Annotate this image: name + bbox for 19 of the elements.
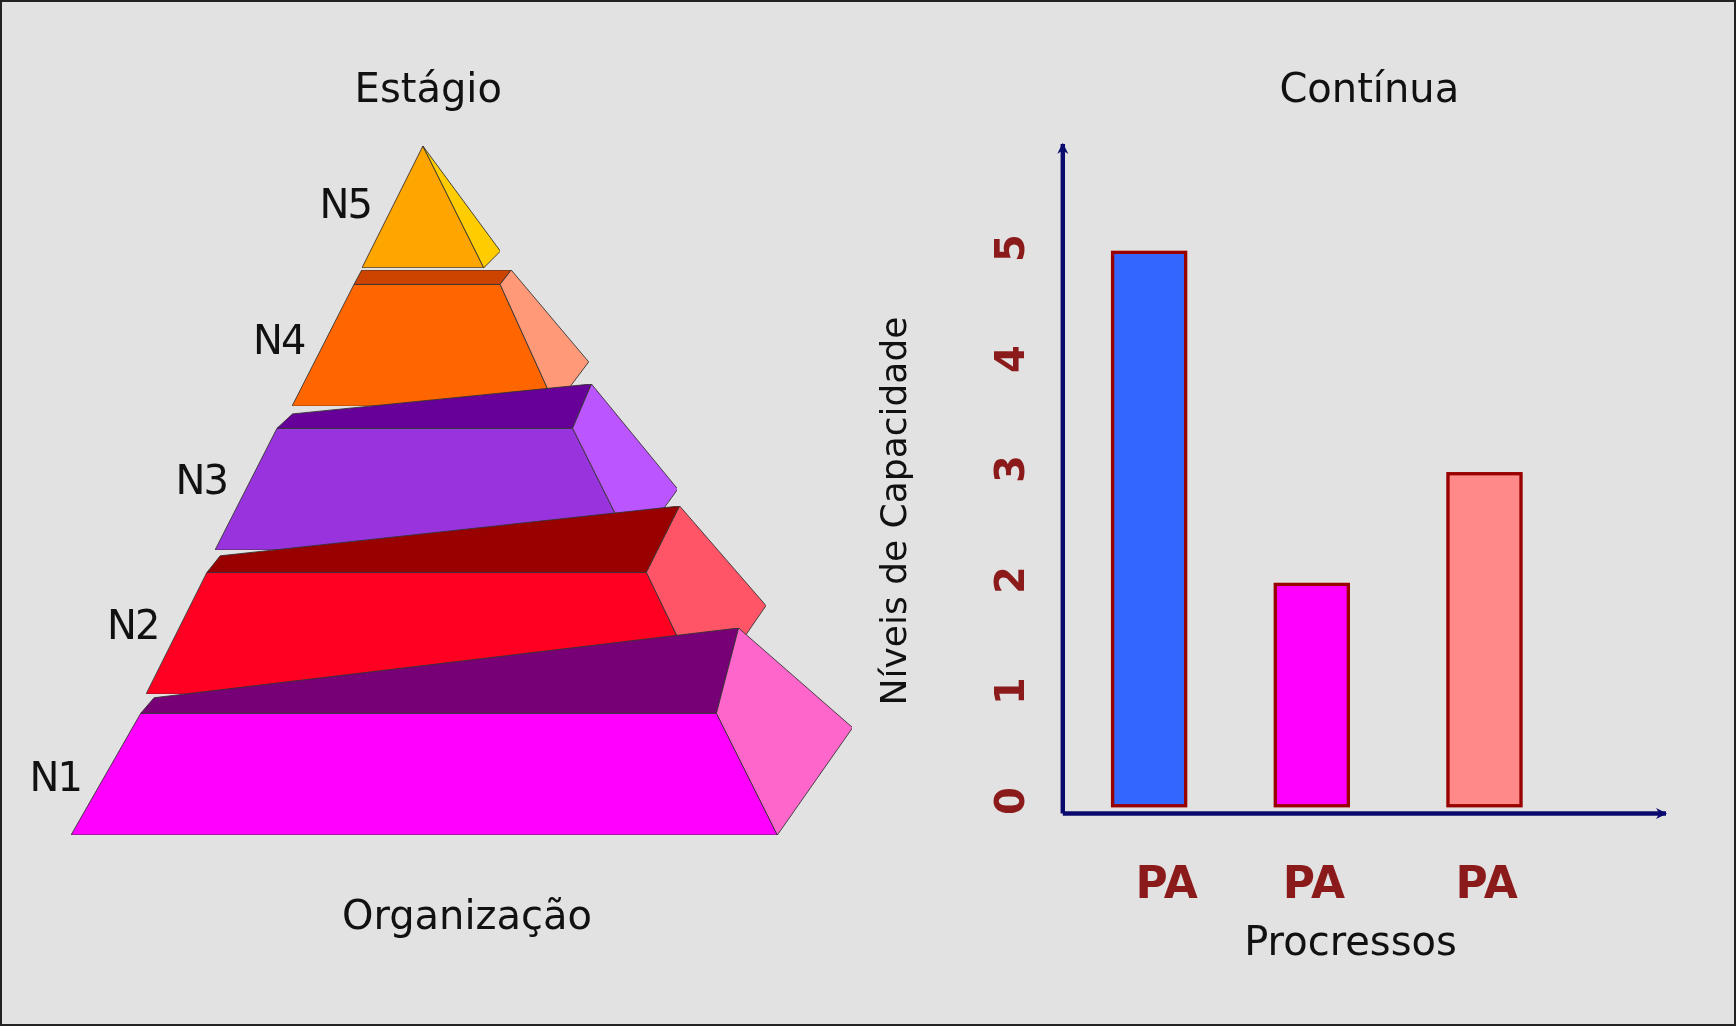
axis-caption: Organização bbox=[341, 892, 593, 939]
category-label: PA bbox=[1282, 856, 1346, 908]
tick-label: 5 bbox=[986, 233, 1033, 262]
tick-label: 0 bbox=[986, 787, 1033, 816]
axis-title: Procressos bbox=[1244, 917, 1457, 964]
level-label: N5 bbox=[319, 180, 371, 227]
level-label: N1 bbox=[29, 754, 81, 800]
chart-title: Contínua bbox=[1279, 65, 1460, 112]
tick-label: 4 bbox=[986, 344, 1033, 373]
level-label: N3 bbox=[175, 457, 227, 504]
tick-label: 2 bbox=[986, 566, 1033, 594]
tick-label: 3 bbox=[986, 455, 1033, 484]
level-label: N2 bbox=[106, 602, 159, 649]
tick-label: 1 bbox=[986, 676, 1033, 705]
axis-title: Níveis de Capacidade bbox=[872, 316, 914, 706]
category-label: PA bbox=[1455, 856, 1518, 908]
category-label: PA bbox=[1135, 856, 1198, 908]
level-label: N4 bbox=[253, 316, 305, 363]
panel-title: Estágio bbox=[354, 65, 502, 112]
